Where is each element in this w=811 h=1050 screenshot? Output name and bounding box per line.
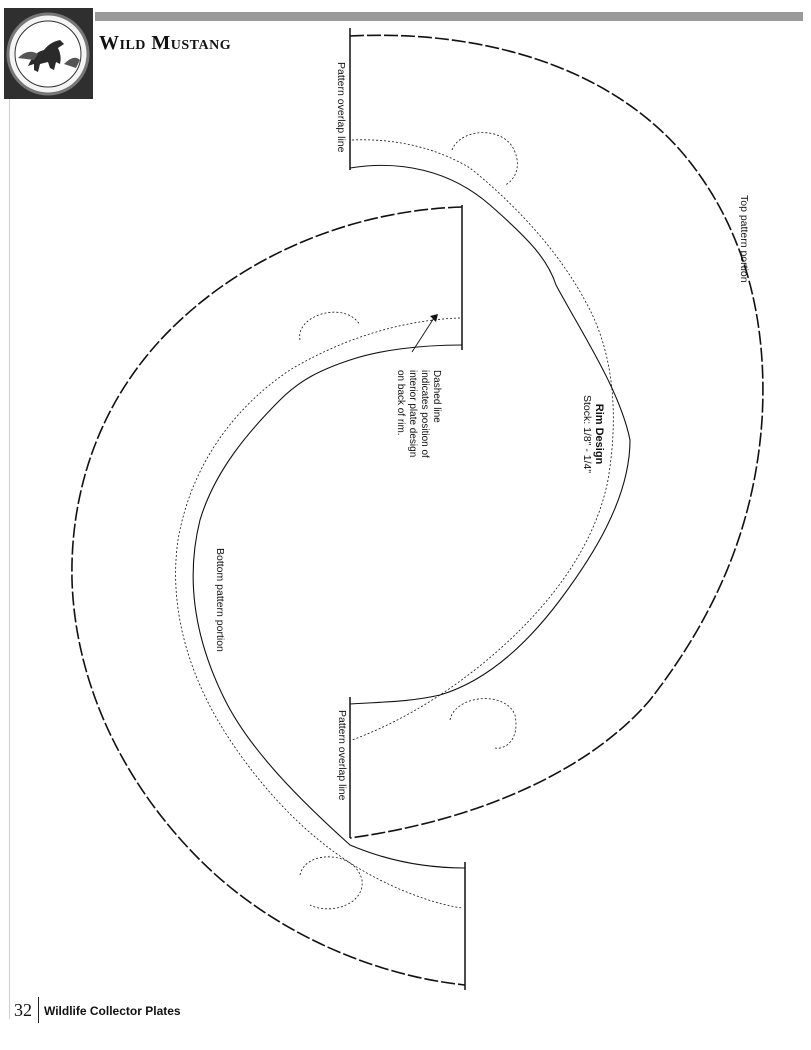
rim-design-label: Rim Design Stock: 1/8" - 1/4" xyxy=(581,395,605,473)
bottom-inner-edge xyxy=(192,344,466,869)
rim-title: Rim Design xyxy=(593,403,605,465)
page-number: 32 xyxy=(14,1000,32,1020)
bottom-dashed-line xyxy=(175,317,463,909)
rim-stock: Stock: 1/8" - 1/4" xyxy=(581,395,593,474)
page-title: Wild Mustang xyxy=(99,32,232,54)
label-overlap-bottom: Pattern overlap line xyxy=(336,710,348,801)
note-leader xyxy=(411,317,435,353)
header-bar xyxy=(95,12,803,21)
book-title: Wildlife Collector Plates xyxy=(44,1004,181,1018)
label-bottom-portion: Bottom pattern portion xyxy=(214,548,226,652)
top-dashed-line xyxy=(351,139,614,741)
label-top-portion: Top pattern portion xyxy=(738,195,750,283)
footer-divider xyxy=(38,997,39,1023)
label-overlap-top: Pattern overlap line xyxy=(335,62,347,153)
top-outer-edge xyxy=(349,34,764,839)
bottom-outer-edge xyxy=(71,206,466,986)
margin-rule xyxy=(9,99,10,1019)
horse-medallion-icon xyxy=(4,8,93,99)
dashed-line-note: Dashed line indicates position of interi… xyxy=(395,370,442,458)
top-inner-edge xyxy=(349,164,631,705)
